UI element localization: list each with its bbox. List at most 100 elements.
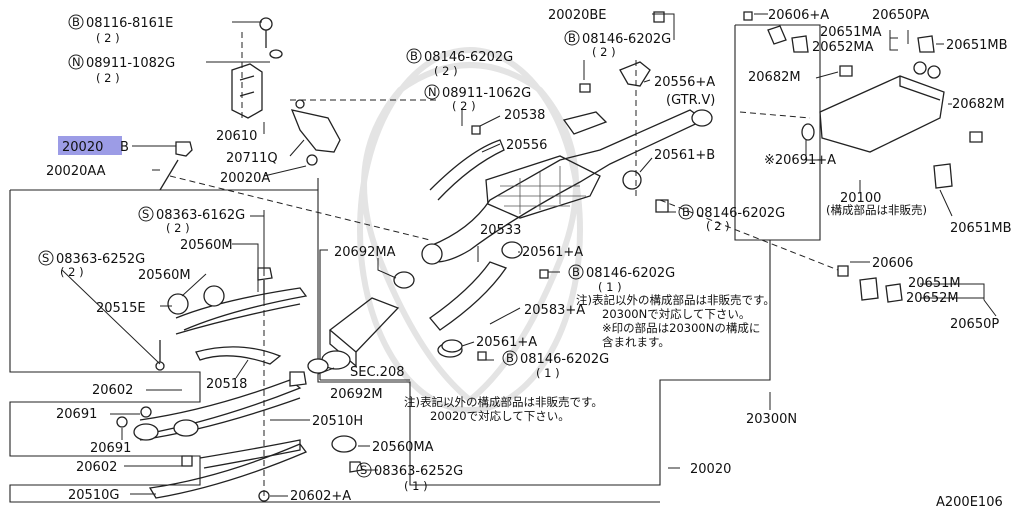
- label-20020be[interactable]: 20020BE: [548, 8, 607, 23]
- label-08146-6202g-e-qty: ( 1 ): [536, 366, 560, 380]
- note-2-line-2: 20020で対応して下さい。: [430, 409, 570, 423]
- label-20533[interactable]: 20533: [480, 223, 521, 238]
- label-20518[interactable]: 20518: [206, 377, 247, 392]
- part-labels[interactable]: 08116-8161E ( 2 ) 08911-1082G ( 2 ) 2061…: [46, 8, 1012, 504]
- label-08146-6202g-a[interactable]: 08146-6202G: [424, 50, 513, 65]
- label-20602-a[interactable]: 20602: [92, 383, 133, 398]
- label-08146-6202g-e[interactable]: 08146-6202G: [520, 352, 609, 367]
- label-20652m[interactable]: 20652M: [906, 291, 959, 306]
- label-20020[interactable]: 20020: [690, 462, 731, 477]
- highlight-box-20020b: [58, 136, 122, 155]
- label-20652ma[interactable]: 20652MA: [812, 40, 874, 55]
- marker-b: B: [72, 15, 80, 29]
- label-08146-6202g-a-qty: ( 2 ): [434, 64, 458, 78]
- label-08911-1082g[interactable]: 08911-1082G: [86, 56, 175, 71]
- label-20300n[interactable]: 20300N: [746, 412, 797, 427]
- marker-n: N: [428, 85, 437, 99]
- label-08363-6252g-a[interactable]: 08363-6252G: [56, 252, 145, 267]
- label-20691a[interactable]: ※20691+A: [764, 153, 836, 168]
- label-08116-qty: ( 2 ): [96, 31, 120, 45]
- label-20691-b[interactable]: 20691: [90, 441, 131, 456]
- label-08146-6202g-b-qty: ( 2 ): [592, 45, 616, 59]
- label-08363-6252g-c[interactable]: 08363-6252G: [374, 464, 463, 479]
- label-20510h[interactable]: 20510H: [312, 414, 363, 429]
- label-20602-b[interactable]: 20602: [76, 460, 117, 475]
- label-20711q[interactable]: 20711Q: [226, 151, 278, 166]
- label-08911-1082g-qty: ( 2 ): [96, 71, 120, 85]
- label-20602a[interactable]: 20602+A: [290, 489, 351, 504]
- marker-b: B: [572, 265, 580, 279]
- label-20020a[interactable]: 20020A: [220, 171, 270, 186]
- label-08146-6202g-d[interactable]: 08146-6202G: [586, 266, 675, 281]
- label-08911-1062g-qty: ( 2 ): [452, 99, 476, 113]
- center-pipe-and-catalyst: [421, 11, 713, 361]
- leader-lines: [61, 13, 997, 497]
- label-20651mb-top[interactable]: 20651MB: [946, 38, 1008, 53]
- label-20560ma[interactable]: 20560MA: [372, 440, 434, 455]
- label-08363-6252g-c-qty: ( 1 ): [404, 479, 428, 493]
- note-1-line-3: ※印の部品は20300Nの構成に: [602, 321, 760, 335]
- marker-s: S: [142, 207, 149, 221]
- label-20692ma[interactable]: 20692MA: [334, 245, 396, 260]
- label-20651ma-top[interactable]: 20651MA: [820, 25, 882, 40]
- marker-b: B: [682, 205, 690, 219]
- label-20100-note: (構成部品は非販売): [826, 203, 927, 217]
- bracket-20610: [231, 17, 283, 119]
- notes: 注)表記以外の構成部品は非販売です。 20300Nで対応して下さい。 ※印の部品…: [404, 293, 775, 423]
- label-20560m-b[interactable]: 20560M: [138, 268, 191, 283]
- label-20651mb-bottom[interactable]: 20651MB: [950, 221, 1012, 236]
- label-20682m-a[interactable]: 20682M: [748, 70, 801, 85]
- label-20561a-2[interactable]: 20561+A: [476, 335, 537, 350]
- note-1-line-1: 注)表記以外の構成部品は非販売です。: [576, 293, 775, 307]
- circled-markers: B N S S S B N B B B B: [38, 14, 694, 478]
- label-20556a[interactable]: 20556+A: [654, 75, 715, 90]
- label-08363-6252g-a-qty: ( 2 ): [60, 265, 84, 279]
- label-20560m-a[interactable]: 20560M: [180, 238, 233, 253]
- label-20561a-1[interactable]: 20561+A: [522, 245, 583, 260]
- label-20020b-highlighted[interactable]: 20020: [62, 140, 103, 155]
- label-20650pa[interactable]: 20650PA: [872, 8, 929, 23]
- manifold-pipes: [116, 210, 308, 502]
- marker-b: B: [506, 351, 514, 365]
- label-20650p[interactable]: 20650P: [950, 317, 999, 332]
- label-20510g[interactable]: 20510G: [68, 488, 119, 503]
- label-20556[interactable]: 20556: [506, 138, 547, 153]
- label-sec208[interactable]: SEC.208: [350, 365, 405, 380]
- label-08911-1062g[interactable]: 08911-1062G: [442, 86, 531, 101]
- label-20606[interactable]: 20606: [872, 256, 913, 271]
- label-08146-6202g-b[interactable]: 08146-6202G: [582, 32, 671, 47]
- bracket-20711q: [290, 99, 341, 166]
- label-20515e[interactable]: 20515E: [96, 301, 146, 316]
- label-20100[interactable]: 20100: [840, 191, 881, 206]
- label-20606a[interactable]: 20606+A: [768, 8, 829, 23]
- label-20691-a[interactable]: 20691: [56, 407, 97, 422]
- label-20561b[interactable]: 20561+B: [654, 148, 715, 163]
- label-20020b-suffix[interactable]: B: [120, 140, 129, 155]
- label-08363-6162g-qty: ( 2 ): [166, 221, 190, 235]
- label-08146-6202g-c-qty: ( 2 ): [706, 219, 730, 233]
- label-08146-6202g-d-qty: ( 1 ): [598, 280, 622, 294]
- label-08116-8161e[interactable]: 08116-8161E: [86, 16, 173, 31]
- label-08146-6202g-c[interactable]: 08146-6202G: [696, 206, 785, 221]
- label-gtrv[interactable]: (GTR.V): [666, 93, 715, 108]
- marker-n: N: [72, 55, 81, 69]
- label-20538[interactable]: 20538: [504, 108, 545, 123]
- label-20610[interactable]: 20610: [216, 129, 257, 144]
- marker-b: B: [568, 31, 576, 45]
- label-08363-6162g[interactable]: 08363-6162G: [156, 208, 245, 223]
- front-pipe-assembly: [155, 267, 308, 371]
- marker-s: S: [360, 463, 367, 477]
- label-20692m[interactable]: 20692M: [330, 387, 383, 402]
- label-20682m-b[interactable]: 20682M: [952, 97, 1005, 112]
- label-20651m[interactable]: 20651M: [908, 276, 961, 291]
- note-1-line-2: 20300Nで対応して下さい。: [602, 307, 750, 321]
- watermark: [357, 47, 583, 413]
- label-20583a[interactable]: 20583+A: [524, 303, 585, 318]
- figure-code: A200E106: [936, 495, 1003, 510]
- note-1-line-4: 含まれます。: [602, 335, 670, 349]
- muffler-20100: [743, 11, 983, 303]
- note-2-line-1: 注)表記以外の構成部品は非販売です。: [404, 395, 603, 409]
- bolt-20020b: [159, 141, 193, 191]
- label-20020aa[interactable]: 20020AA: [46, 164, 106, 179]
